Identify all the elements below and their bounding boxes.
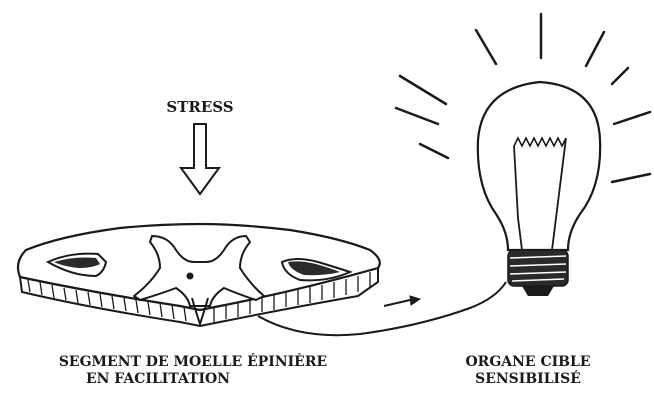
stress-label: STRESS [166,98,233,116]
bulb-glass [478,82,600,250]
stress-arrow-icon [181,124,219,194]
segment-label-line1: SEGMENT DE MOELLE ÉPINIÈRE [59,352,327,370]
signal-arrow-icon [384,296,420,306]
central-canal [187,273,194,280]
organ-label-line1: ORGANE CIBLE [465,354,590,370]
spinal-cord-segment [18,224,380,326]
light-bulb-icon [396,14,650,296]
segment-label-line2: EN FACILITATION [86,371,230,387]
organ-label-line2: SENSIBILISÉ [475,369,581,387]
bulb-base [508,250,568,296]
